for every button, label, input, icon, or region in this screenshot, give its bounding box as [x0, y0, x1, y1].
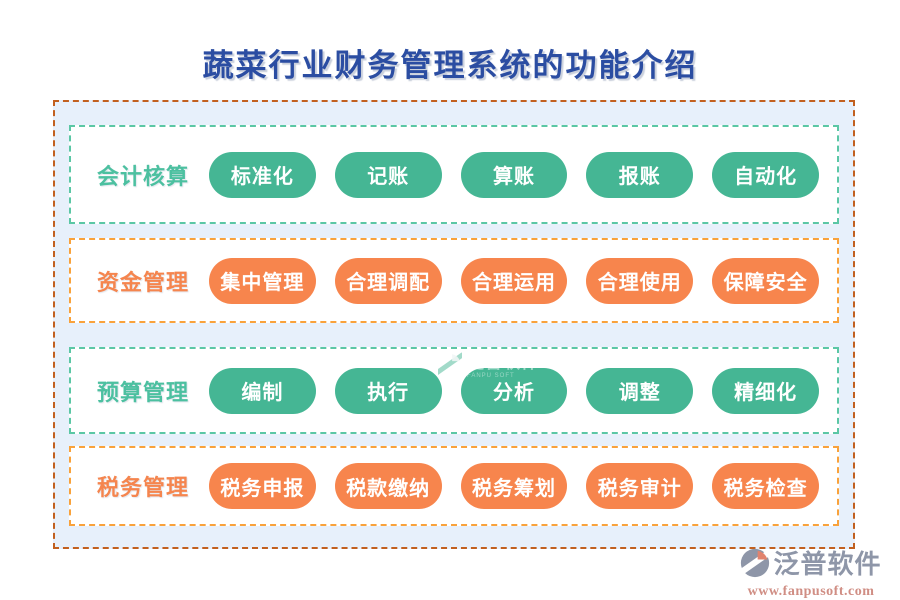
fanpu-logo-text: 泛普软件 [773, 550, 882, 579]
features-panel: 会计核算 标准化 记账 算账 报账 自动化 资金管理 集中管理 合理调配 合理运… [53, 100, 855, 549]
feature-pill: 执行 [334, 367, 442, 414]
fanpu-logo-url: www.fanpusoft.com [747, 584, 875, 599]
pill-group: 编制 执行 分析 调整 精细化 [209, 367, 819, 414]
feature-pill: 合理调配 [334, 257, 442, 304]
feature-row-funds: 资金管理 集中管理 合理调配 合理运用 合理使用 保障安全 [69, 238, 839, 323]
feature-pill: 税务检查 [712, 463, 819, 509]
feature-pill: 报账 [586, 151, 694, 198]
row-label-accounting: 会计核算 [97, 163, 190, 189]
feature-pill: 集中管理 [209, 257, 316, 304]
row-label-tax: 税务管理 [97, 475, 190, 500]
feature-pill: 税务申报 [209, 463, 316, 509]
feature-pill: 合理使用 [586, 257, 694, 304]
feature-pill: 自动化 [712, 151, 819, 198]
feature-pill: 标准化 [209, 151, 316, 198]
fanpu-logo-icon [736, 548, 774, 582]
feature-pill: 调整 [586, 367, 694, 414]
page-title: 蔬菜行业财务管理系统的功能介绍 [202, 48, 698, 83]
pill-group: 标准化 记账 算账 报账 自动化 [209, 151, 819, 198]
feature-pill: 合理运用 [460, 257, 568, 304]
feature-pill: 编制 [209, 367, 316, 414]
fanpu-logo: 泛普软件 www.fanpusoft.com [736, 548, 886, 599]
feature-pill: 保障安全 [712, 257, 819, 304]
feature-pill: 分析 [460, 367, 568, 414]
feature-row-budget: 预算管理 编制 执行 分析 调整 精细化 [69, 347, 839, 434]
feature-pill: 记账 [334, 151, 442, 198]
pill-group: 税务申报 税款缴纳 税务筹划 税务审计 税务检查 [209, 463, 819, 509]
feature-pill: 税务审计 [586, 463, 694, 509]
feature-pill: 税款缴纳 [334, 463, 442, 509]
feature-pill: 算账 [460, 151, 568, 198]
feature-pill: 税务筹划 [460, 463, 568, 509]
feature-row-accounting: 会计核算 标准化 记账 算账 报账 自动化 [69, 125, 839, 224]
feature-pill: 精细化 [712, 367, 819, 414]
row-label-funds: 资金管理 [97, 269, 190, 295]
feature-row-tax: 税务管理 税务申报 税款缴纳 税务筹划 税务审计 税务检查 [69, 446, 839, 526]
pill-group: 集中管理 合理调配 合理运用 合理使用 保障安全 [209, 257, 819, 304]
row-label-budget: 预算管理 [97, 379, 190, 405]
